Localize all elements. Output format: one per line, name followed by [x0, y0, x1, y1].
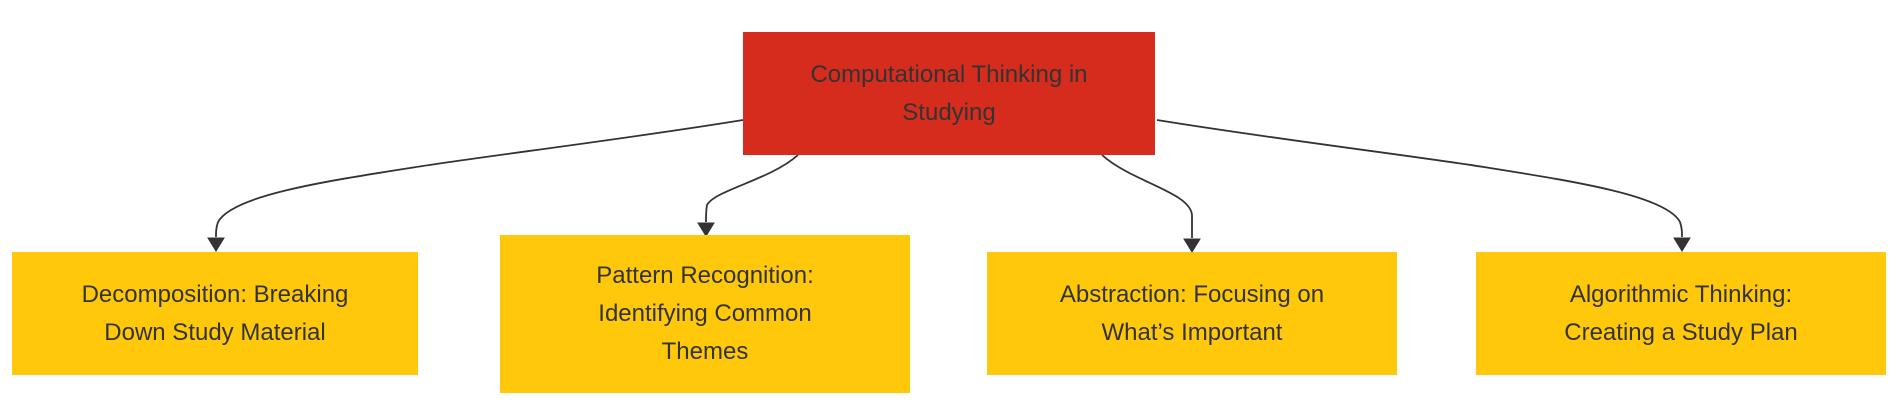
arrowhead-pattern-recognition-icon [697, 222, 715, 237]
node-label-line: Algorithmic Thinking: [1569, 280, 1793, 308]
node-label-line: What’s Important [1101, 318, 1283, 346]
node-label-line: Identifying Common [598, 300, 812, 327]
node-abstraction: Abstraction: Focusing on What’s Importan… [987, 252, 1397, 375]
arrowhead-abstraction-icon [1183, 238, 1201, 253]
arrowhead-algorithmic-thinking-icon [1673, 237, 1691, 252]
node-label-line: Computational Thinking in [810, 60, 1088, 88]
node-label-line: Pattern Recognition: [596, 262, 814, 289]
node-label-line: Decomposition: Breaking [81, 280, 349, 308]
node-algorithmic-thinking: Algorithmic Thinking: Creating a Study P… [1476, 252, 1886, 375]
node-label-line: Studying [902, 98, 996, 126]
edge-root-to-abstraction [1101, 154, 1193, 238]
node-decomposition: Decomposition: Breaking Down Study Mater… [12, 252, 418, 375]
node-label-line: Abstraction: Focusing on [1059, 280, 1325, 308]
arrowhead-decomposition-icon [207, 237, 225, 252]
node-root: Computational Thinking in Studying [743, 32, 1155, 155]
edge-root-to-decomposition [215, 119, 744, 238]
edge-root-to-algorithmic-thinking [1156, 119, 1683, 238]
edge-root-to-pattern-recognition [705, 154, 799, 223]
node-label-line: Creating a Study Plan [1564, 318, 1798, 346]
node-label-line: Themes [661, 338, 749, 365]
node-label-line: Down Study Material [104, 318, 326, 346]
node-pattern-recognition: Pattern Recognition: Identifying Common … [500, 235, 910, 393]
